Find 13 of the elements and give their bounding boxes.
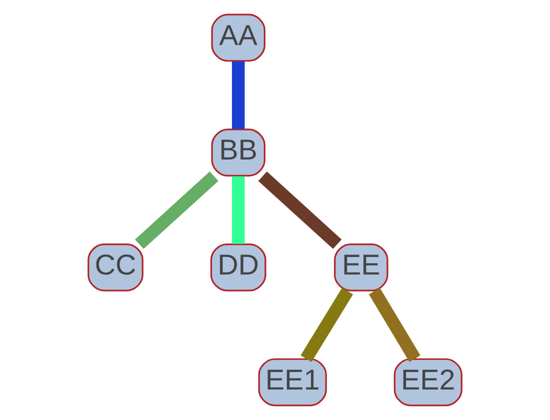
node-box: AA	[211, 14, 266, 62]
node-box: BB	[211, 128, 266, 176]
connector	[258, 172, 342, 249]
connector	[135, 172, 218, 249]
node-box: DD	[210, 244, 266, 292]
connector	[368, 288, 420, 362]
connector	[232, 176, 245, 244]
node-box: EE1	[258, 358, 327, 406]
node-box: CC	[88, 244, 144, 292]
connector	[300, 288, 353, 362]
connector	[232, 61, 245, 129]
node-box: EE2	[394, 358, 462, 406]
node-box: EE	[334, 244, 388, 292]
